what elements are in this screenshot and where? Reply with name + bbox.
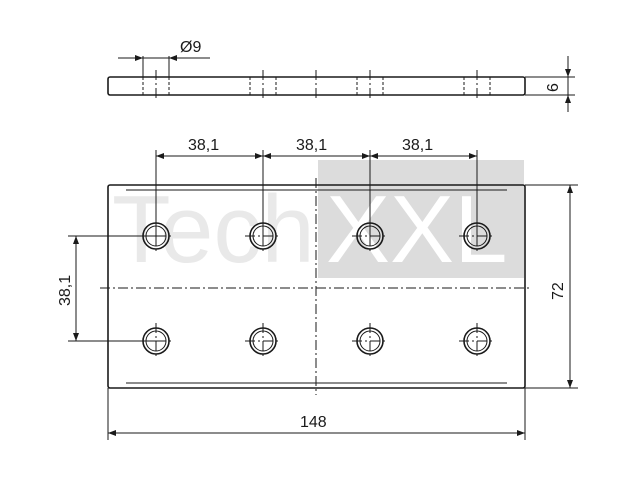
vertical-pitch-label: 38,1 [57, 275, 74, 306]
watermark-text-left: Tech [112, 176, 315, 283]
length-label: 148 [300, 414, 327, 431]
pitch-label-1: 38,1 [188, 137, 219, 154]
height-dimension: 72 [525, 184, 578, 389]
hole [352, 218, 388, 254]
length-dimension: 148 [107, 388, 526, 440]
height-label: 72 [550, 282, 567, 300]
pitch-label-3: 38,1 [402, 137, 433, 154]
watermark-box [318, 160, 524, 278]
thickness-label: 6 [545, 83, 562, 92]
thickness-dimension: 6 [525, 56, 575, 112]
top-view-center-lines [100, 178, 532, 395]
top-view: 38,1 38,1 38,1 38,1 72 [57, 137, 578, 440]
side-view: Ø9 6 [107, 39, 575, 112]
hole [459, 323, 495, 359]
watermark-text-right: XXL [326, 176, 507, 283]
pitch-label-2: 38,1 [296, 137, 327, 154]
hole [245, 218, 281, 254]
hole [138, 218, 174, 254]
hole [138, 323, 174, 359]
hole [352, 323, 388, 359]
side-view-hidden-holes [142, 77, 491, 95]
hole-diameter-label: Ø9 [180, 39, 201, 56]
side-view-center-lines [155, 70, 478, 100]
hole [245, 323, 281, 359]
holes [138, 218, 495, 359]
watermark: Tech XXL [112, 160, 524, 283]
hole-diameter-dimension: Ø9 [118, 39, 210, 77]
hole [459, 218, 495, 254]
vertical-pitch-dimension: 38,1 [57, 235, 156, 342]
